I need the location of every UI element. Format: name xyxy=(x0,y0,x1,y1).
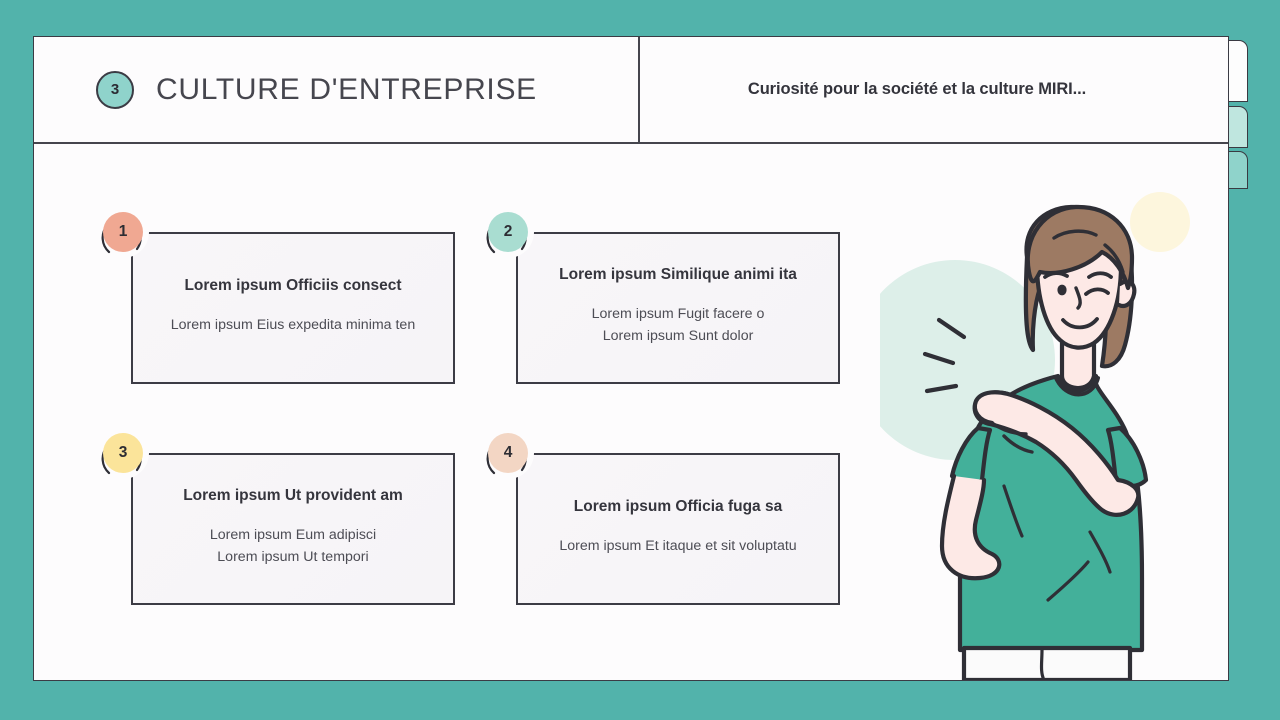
card-2-badge: 2 xyxy=(482,206,534,258)
card-3-number-circle: 3 xyxy=(103,433,143,473)
hair-strand-1 xyxy=(1052,229,1098,240)
card-4-desc-line1: Lorem ipsum Et itaque et sit voluptatu xyxy=(559,537,797,554)
brow-left xyxy=(1043,271,1069,279)
card-3-badge: 3 xyxy=(97,427,149,479)
card-1-title: Lorem ipsum Officiis consect xyxy=(184,276,402,294)
card-3-box[interactable]: Lorem ipsum Ut provident am Lorem ipsum … xyxy=(131,453,455,605)
pants-seam xyxy=(1039,648,1046,680)
card-4[interactable]: 4 Lorem ipsum Officia fuga sa Lorem ipsu… xyxy=(482,417,840,605)
hair-front xyxy=(1025,204,1135,291)
cards-row-1: 1 Lorem ipsum Officiis consect Lorem ips… xyxy=(97,196,877,384)
card-1-box[interactable]: Lorem ipsum Officiis consect Lorem ipsum… xyxy=(131,232,455,384)
step-number-label: 3 xyxy=(110,81,120,98)
card-4-number-circle: 4 xyxy=(488,433,528,473)
slide-body: 1 Lorem ipsum Officiis consect Lorem ips… xyxy=(34,144,1228,680)
shirt-fold-2 xyxy=(1088,530,1112,574)
hair-strand-2 xyxy=(1103,243,1125,274)
card-2-number-circle: 2 xyxy=(488,212,528,252)
card-1-badge: 1 xyxy=(97,206,149,258)
slide-header: 3 CULTURE D'ENTREPRISE Curiosité pour la… xyxy=(34,37,1228,144)
knuckle-line-1 xyxy=(990,421,1028,436)
knuckle-line-2 xyxy=(1002,434,1034,454)
nose xyxy=(1074,286,1082,310)
shirt-fold-1 xyxy=(1002,484,1024,538)
character-group xyxy=(922,204,1149,680)
card-1-desc-line1: Lorem ipsum Eius expedita minima ten xyxy=(170,316,416,333)
card-1[interactable]: 1 Lorem ipsum Officiis consect Lorem ips… xyxy=(97,196,455,384)
card-2-number: 2 xyxy=(503,223,513,240)
slide: 3 CULTURE D'ENTREPRISE Curiosité pour la… xyxy=(33,36,1229,681)
eye-left xyxy=(1057,284,1067,296)
card-3-desc-line2: Lorem ipsum Ut tempori xyxy=(217,548,369,565)
card-4-number: 4 xyxy=(503,444,513,461)
emphasis-lines xyxy=(922,317,967,394)
cards-grid: 1 Lorem ipsum Officiis consect Lorem ips… xyxy=(97,196,877,605)
woman-pointing-svg xyxy=(880,192,1190,680)
page-title: CULTURE D'ENTREPRISE xyxy=(156,72,537,106)
slide-header-right: Curiosité pour la société et la culture … xyxy=(640,37,1228,142)
card-2-box[interactable]: Lorem ipsum Similique animi ita Lorem ip… xyxy=(516,232,840,384)
card-3-title: Lorem ipsum Ut provident am xyxy=(183,486,403,504)
step-number-badge: 3 xyxy=(96,70,134,109)
woman-pointing-illustration xyxy=(880,180,1220,680)
card-4-box[interactable]: Lorem ipsum Officia fuga sa Lorem ipsum … xyxy=(516,453,840,605)
card-1-number-circle: 1 xyxy=(103,212,143,252)
pants xyxy=(961,645,1133,680)
card-3-desc-line1: Lorem ipsum Eum adipisci xyxy=(209,527,377,544)
index-finger xyxy=(972,390,1011,426)
card-4-badge: 4 xyxy=(482,427,534,479)
card-3-number: 3 xyxy=(118,444,128,461)
slide-header-left: 3 CULTURE D'ENTREPRISE xyxy=(34,37,640,142)
shirt-fold-3 xyxy=(1046,560,1090,602)
card-4-title: Lorem ipsum Officia fuga sa xyxy=(573,497,783,515)
card-2[interactable]: 2 Lorem ipsum Similique animi ita Lorem … xyxy=(482,196,840,384)
card-2-desc-line2: Lorem ipsum Sunt dolor xyxy=(602,327,754,344)
card-3[interactable]: 3 Lorem ipsum Ut provident am Lorem ipsu… xyxy=(97,417,455,605)
page-subtitle: Curiosité pour la société et la culture … xyxy=(747,80,1087,98)
yellow-blob xyxy=(1130,192,1190,252)
card-2-title: Lorem ipsum Similique animi ita xyxy=(559,265,797,283)
cards-row-2: 3 Lorem ipsum Ut provident am Lorem ipsu… xyxy=(97,417,877,605)
brow-right xyxy=(1087,271,1113,279)
arm-left xyxy=(939,473,1002,581)
card-2-desc-line1: Lorem ipsum Fugit facere o xyxy=(591,306,765,323)
mouth xyxy=(1061,317,1099,330)
card-1-number: 1 xyxy=(118,223,128,240)
collar xyxy=(1054,376,1100,397)
eye-right-winking xyxy=(1084,287,1110,296)
